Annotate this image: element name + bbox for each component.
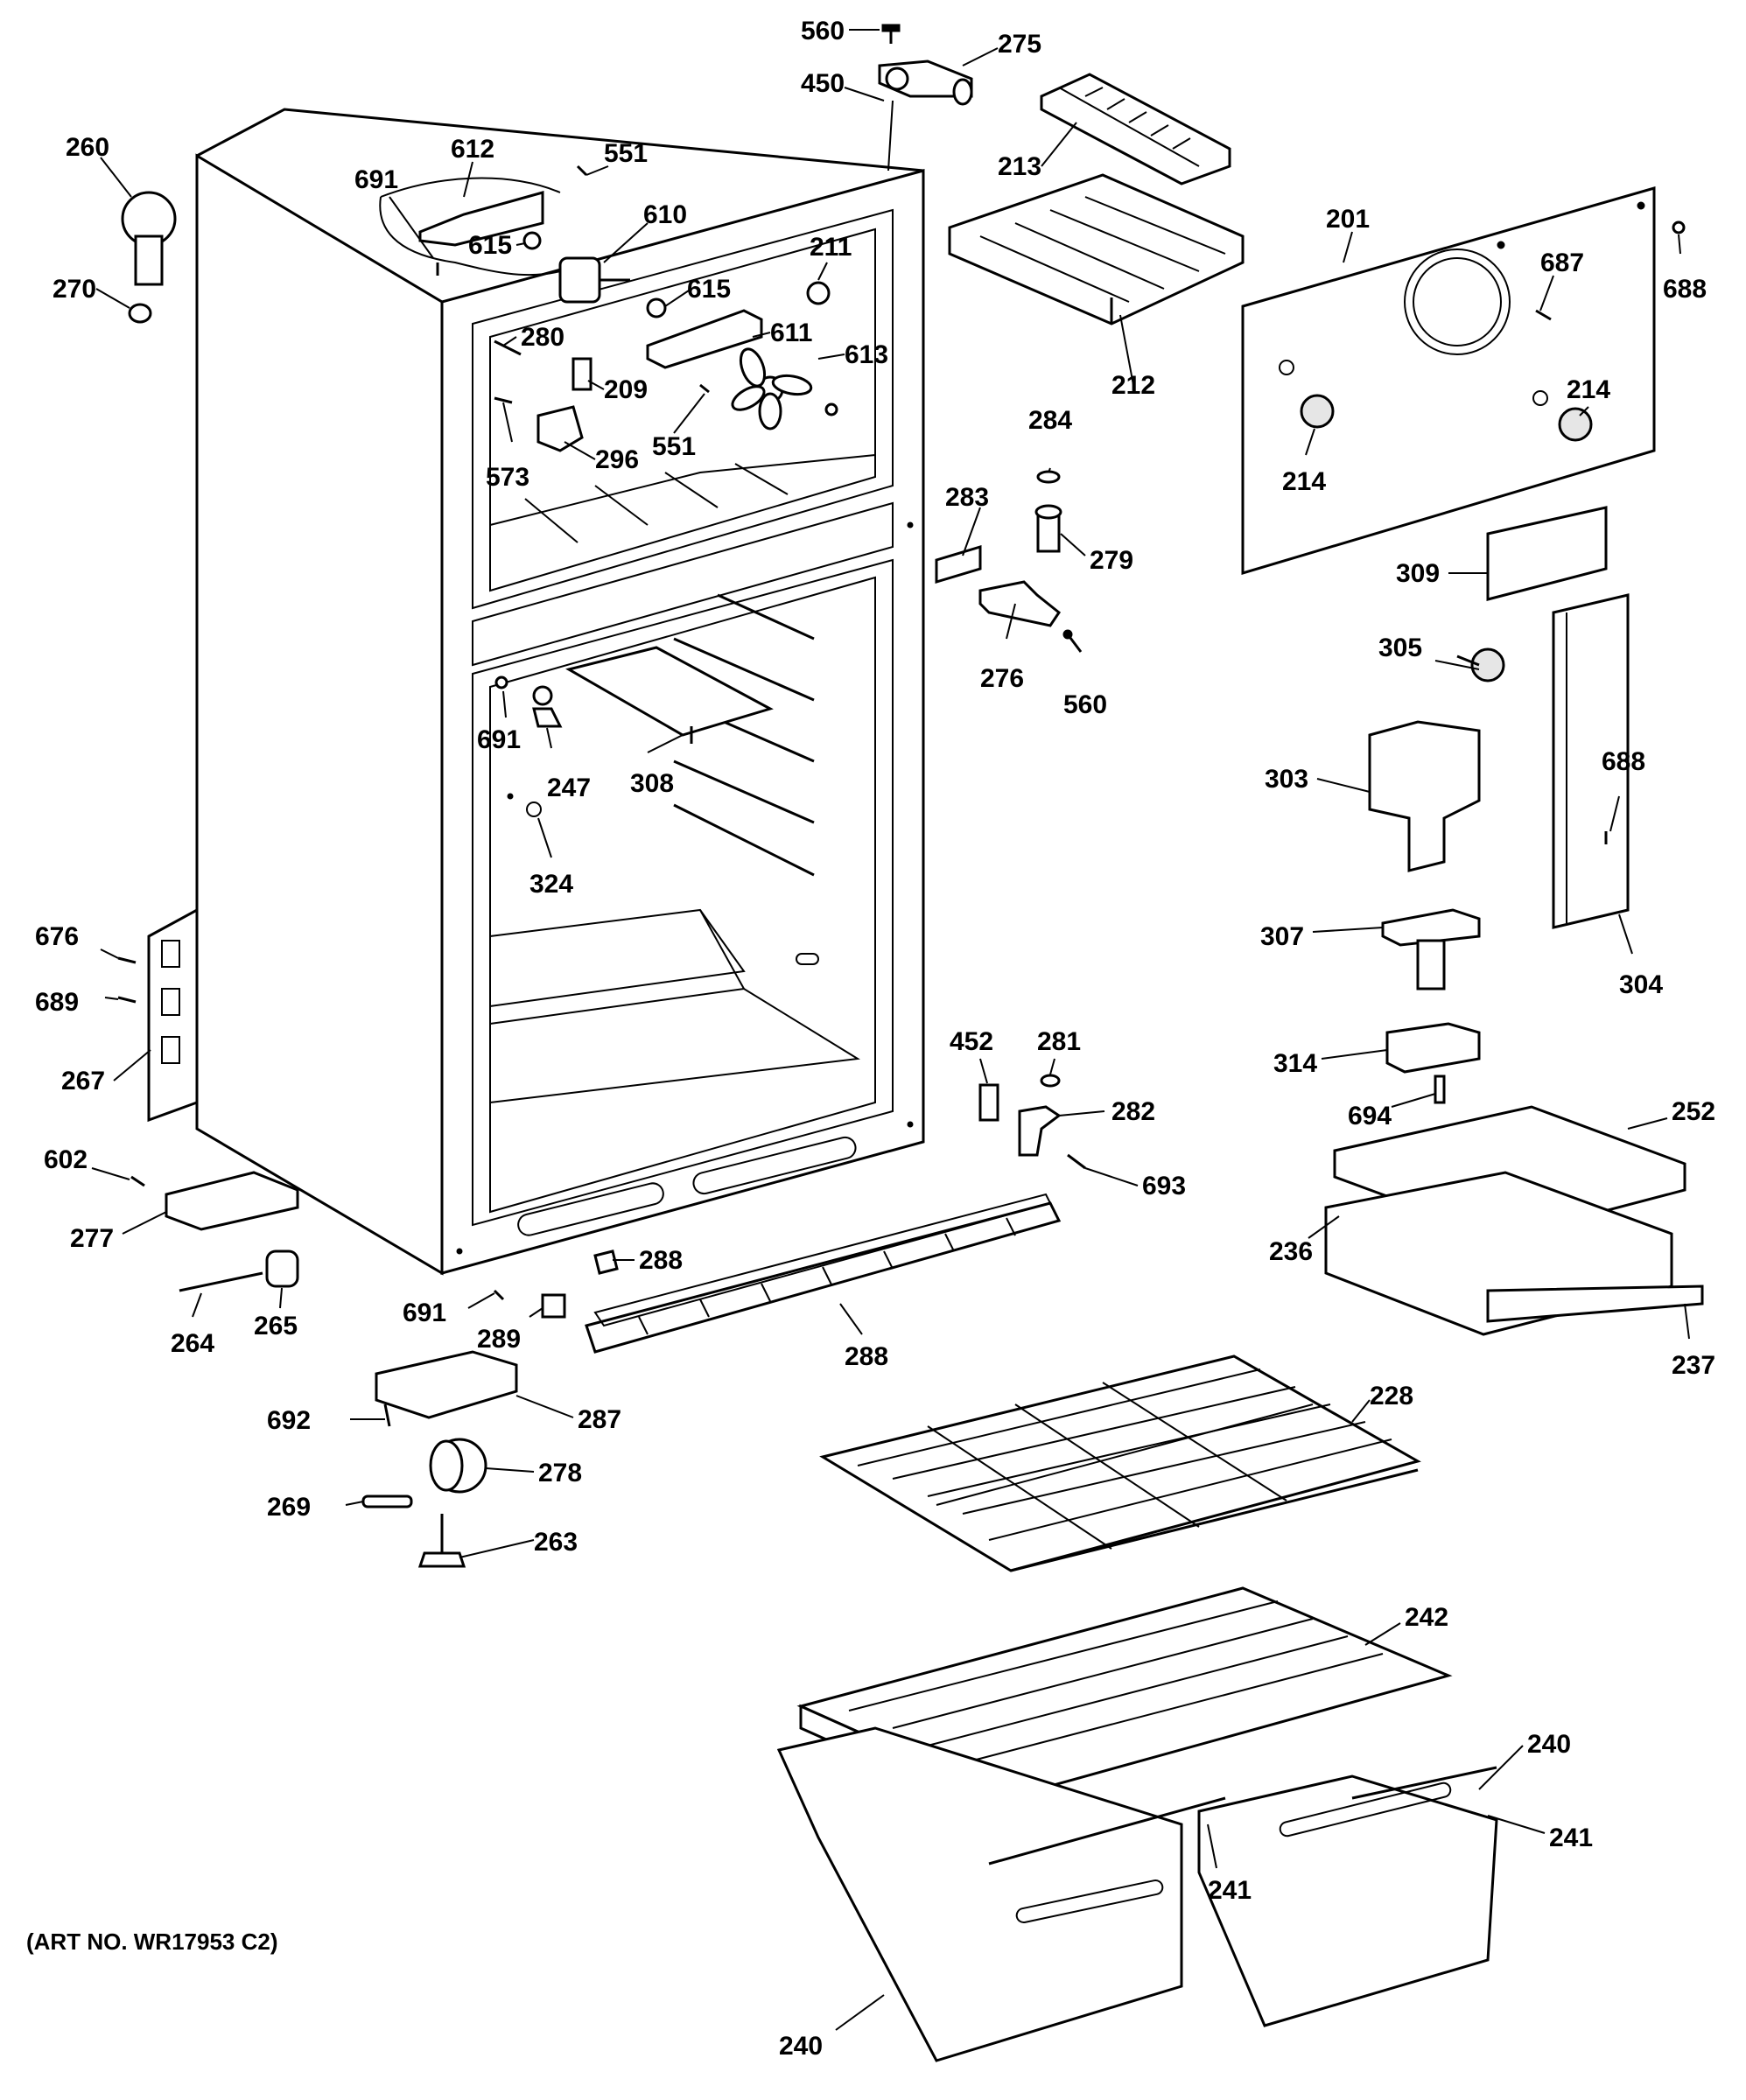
callout-label: 241 (1208, 1876, 1252, 1905)
lower-hinge (978, 1074, 1086, 1170)
callout-label: 304 (1619, 970, 1663, 999)
center-hinge (935, 470, 1083, 653)
callout-label: 212 (1111, 371, 1155, 400)
callout-label: 602 (44, 1145, 88, 1174)
callout-label: 270 (53, 275, 96, 304)
callout-label: 611 (770, 318, 812, 347)
left-side-parts (117, 191, 566, 1568)
callout-label: 276 (980, 664, 1024, 693)
callout-label: 287 (578, 1405, 621, 1434)
label-plate (1486, 506, 1608, 601)
dispenser-assembly (1368, 593, 1630, 1104)
callout-label: 324 (529, 870, 573, 899)
shelf-supports (673, 593, 815, 877)
callout-label: 264 (171, 1329, 214, 1358)
callout-label: 613 (845, 340, 888, 369)
callout-label: 279 (1090, 546, 1133, 575)
callout-label: 688 (1602, 747, 1645, 776)
freezer-controls (379, 164, 838, 452)
callout-label: 283 (945, 483, 989, 512)
callout-label: 277 (70, 1224, 114, 1253)
callout-label: 305 (1378, 634, 1422, 662)
callout-label: 560 (801, 17, 845, 46)
callout-label: 573 (486, 463, 529, 492)
evaporator-cover (1241, 186, 1656, 576)
callout-label: 450 (801, 69, 845, 98)
callout-label: 214 (1567, 375, 1610, 404)
callout-label: 237 (1672, 1351, 1715, 1380)
callout-label: 551 (604, 139, 648, 168)
callout-label: 612 (451, 135, 494, 164)
callout-label: 281 (1037, 1027, 1081, 1056)
callout-label: 288 (639, 1246, 683, 1275)
callout-label: 236 (1269, 1237, 1313, 1266)
callout-label: 615 (468, 231, 512, 260)
callout-label: 242 (1405, 1603, 1448, 1632)
callout-label: 240 (1527, 1730, 1571, 1759)
art-number-caption: (ART NO. WR17953 C2) (26, 1928, 278, 1955)
ice-tray (1040, 73, 1231, 186)
crisper-drawers (776, 1726, 1498, 2062)
callout-label: 241 (1549, 1824, 1593, 1852)
callout-label: 269 (267, 1493, 311, 1522)
callout-label: 278 (538, 1459, 582, 1488)
callout-label: 282 (1111, 1097, 1155, 1126)
callout-label: 247 (547, 774, 591, 802)
leader-lines (91, 29, 1690, 2031)
callout-label: 296 (595, 445, 639, 474)
callout-label: 689 (35, 988, 79, 1017)
callout-label: 289 (477, 1325, 521, 1354)
callout-label: 201 (1326, 205, 1370, 234)
fresh-food-controls (494, 646, 819, 965)
callout-numbers: 560 275 450 213 260 612 551 691 610 615 … (35, 17, 1715, 2061)
toe-grille (585, 1193, 1062, 1354)
callout-label: 214 (1282, 467, 1326, 496)
callout-label: 452 (950, 1027, 993, 1056)
callout-label: 309 (1396, 559, 1440, 588)
top-hinge (878, 24, 973, 172)
callout-label: 209 (604, 375, 648, 404)
control-knob-left (1300, 394, 1335, 429)
callout-label: 240 (779, 2032, 823, 2061)
wire-shelf (819, 1354, 1421, 1572)
callout-label: 615 (687, 275, 731, 304)
callout-label: 280 (521, 323, 564, 352)
callout-label: 288 (845, 1342, 888, 1371)
callout-label: 265 (254, 1312, 298, 1340)
callout-label: 551 (652, 432, 696, 461)
callout-label: 307 (1260, 922, 1304, 951)
callout-label: 694 (1348, 1102, 1392, 1130)
callout-label: 314 (1273, 1049, 1317, 1078)
control-knob-right (1558, 407, 1593, 442)
callout-label: 692 (267, 1406, 311, 1435)
callout-label: 688 (1663, 275, 1707, 304)
callout-label: 252 (1672, 1097, 1715, 1126)
callout-label: 263 (534, 1528, 578, 1557)
callout-label: 687 (1540, 248, 1584, 277)
callout-label: 676 (35, 922, 79, 951)
ice-tray-shelf (948, 173, 1245, 326)
callout-label: 308 (630, 769, 674, 798)
callout-label: 211 (810, 233, 852, 262)
callout-label: 303 (1265, 765, 1308, 794)
callout-label: 275 (998, 30, 1041, 59)
callout-label: 228 (1370, 1382, 1413, 1410)
callout-label: 691 (354, 165, 398, 194)
callout-label: 693 (1142, 1172, 1186, 1200)
callout-label: 284 (1028, 406, 1072, 435)
callout-label: 560 (1063, 690, 1107, 719)
callout-label: 691 (477, 725, 521, 754)
callout-label: 213 (998, 152, 1041, 181)
callout-label: 691 (403, 1298, 446, 1327)
callout-label: 260 (66, 133, 109, 162)
callout-label: 267 (61, 1067, 105, 1096)
callout-label: 610 (643, 200, 687, 229)
deli-drawer (1324, 1105, 1704, 1336)
